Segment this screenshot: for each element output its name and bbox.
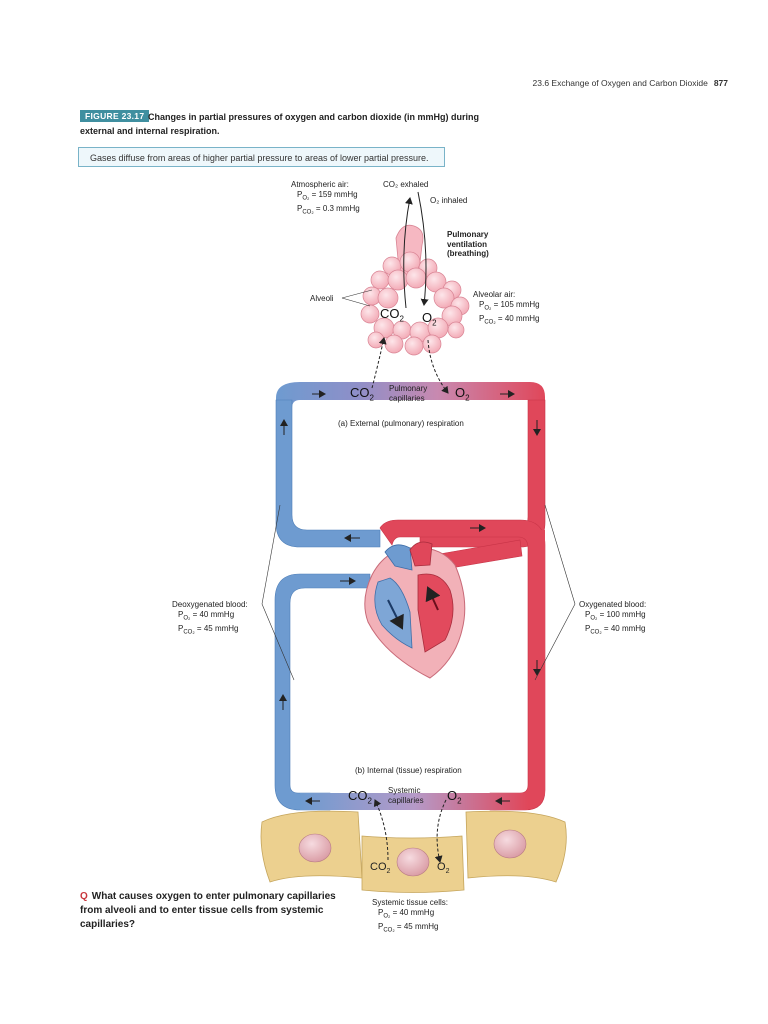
tissue-po2: PO₂ = 40 mmHg xyxy=(378,907,435,920)
tissue-cells-block: Systemic tissue cells: PO₂ = 40 mmHg PCO… xyxy=(372,898,448,936)
alveolus-sac xyxy=(422,334,442,354)
pulmonary-ventilation-label: Pulmonary ventilation (breathing) xyxy=(447,230,489,258)
leader-lines xyxy=(261,289,576,681)
o2-inhaled-arrow xyxy=(417,191,429,306)
deoxygenated-po2: PO₂ = 40 mmHg xyxy=(178,609,235,622)
figure-label: FIGURE 23.17 xyxy=(80,110,150,122)
alveolus-sac xyxy=(384,334,404,354)
alveolar-pco2: PCO₂ = 40 mmHg xyxy=(479,313,540,326)
flow-arrows xyxy=(279,191,541,863)
deoxygenated-blood-label: Deoxygenated blood: xyxy=(172,600,248,609)
oxygenated-pco2: PCO₂ = 40 mmHg xyxy=(585,623,646,636)
systemic-capillary-vessel xyxy=(300,793,528,810)
atmospheric-po2: PO₂ = 159 mmHg xyxy=(297,189,358,202)
oxygenated-blood-block: Oxygenated blood: PO₂ = 100 mmHg PCO₂ = … xyxy=(579,600,646,638)
deoxygenated-pco2: PCO₂ = 45 mmHg xyxy=(178,623,239,636)
alveoli-label: Alveoli xyxy=(310,294,334,303)
alveoli-o2-label: O2 xyxy=(422,310,437,328)
internal-respiration-label: (b) Internal (tissue) respiration xyxy=(355,766,462,775)
pulmonary-capillary-vessel xyxy=(276,382,545,410)
alveolar-air-label: Alveolar air: xyxy=(473,290,516,299)
o2-diffusion-bottom-arrow xyxy=(434,799,447,863)
external-respiration-label: (a) External (pulmonary) respiration xyxy=(338,419,464,428)
tissue-nucleus-right xyxy=(493,829,527,859)
o2-inhaled-label: O₂ inhaled xyxy=(430,196,468,205)
co2-exhaled-label: CO₂ exhaled xyxy=(383,180,429,189)
alveolus-sac xyxy=(433,287,455,309)
alveolus-sac xyxy=(447,321,465,339)
tissue-cells-label: Systemic tissue cells: xyxy=(372,898,449,907)
oxygenated-po2: PO₂ = 100 mmHg xyxy=(585,609,646,622)
pulmonary-capillaries-label: Pulmonary capillaries xyxy=(389,384,428,403)
oxygenated-blood-label: Oxygenated blood: xyxy=(579,600,647,609)
systemic-o2-label: O2 xyxy=(447,788,462,806)
figure-title-text: Changes in partial pressures of oxygen a… xyxy=(80,112,480,136)
alveolus-sac xyxy=(370,270,390,290)
deoxygenated-blood-block: Deoxygenated blood: PO₂ = 40 mmHg PCO₂ =… xyxy=(172,600,248,638)
tissue-pco2: PCO₂ = 45 mmHg xyxy=(378,921,439,934)
systemic-co2-label: CO2 xyxy=(348,788,372,806)
o2-diffusion-top-arrow xyxy=(427,339,449,394)
tissue-nucleus-center xyxy=(396,847,430,877)
systemic-capillaries-label: Systemic capillaries xyxy=(388,786,424,805)
section-title: 23.6 Exchange of Oxygen and Carbon Dioxi… xyxy=(532,78,708,88)
tissue-cells xyxy=(260,810,567,893)
co2-diffusion-bottom-arrow xyxy=(373,799,389,861)
atmospheric-air-label: Atmospheric air: xyxy=(291,180,349,189)
alveoli-sacs xyxy=(360,251,470,356)
tissue-co2-label: CO2 xyxy=(370,861,391,876)
alveolus-sac xyxy=(387,269,409,291)
co2-exhaled-arrow xyxy=(403,197,413,309)
alveoli-co2-label: CO2 xyxy=(380,306,404,324)
pulmonary-artery-vessel xyxy=(275,399,381,548)
page-number: 877 xyxy=(713,78,728,88)
alveolus-sac xyxy=(377,287,399,309)
atmospheric-pco2: PCO₂ = 0.3 mmHg xyxy=(297,203,360,216)
question-text: What causes oxygen to enter pulmonary ca… xyxy=(80,891,336,930)
alveolar-air-block: Alveolar air: PO₂ = 105 mmHg PCO₂ = 40 m… xyxy=(473,290,540,328)
atmospheric-air-block: Atmospheric air: PO₂ = 159 mmHg PCO₂ = 0… xyxy=(291,180,360,218)
figure-note: Gases diffuse from areas of higher parti… xyxy=(78,147,445,167)
tissue-o2-label: O2 xyxy=(437,861,450,876)
heart-illustration xyxy=(364,541,466,679)
alveolus-sac xyxy=(405,267,427,289)
alveolar-po2: PO₂ = 105 mmHg xyxy=(479,299,540,312)
tissue-nucleus-left xyxy=(298,833,332,863)
running-header: 23.6 Exchange of Oxygen and Carbon Dioxi… xyxy=(533,78,729,88)
alveolus-sac xyxy=(367,331,385,349)
pulmonary-o2-label: O2 xyxy=(455,385,470,403)
figure-title: Changes in partial pressures of oxygen a… xyxy=(80,110,500,138)
alveolus-sac xyxy=(404,336,424,356)
question-mark: Q xyxy=(80,891,88,902)
co2-diffusion-top-arrow xyxy=(371,337,387,389)
alveolus-sac xyxy=(360,304,380,324)
pulmonary-co2-label: CO2 xyxy=(350,385,374,403)
